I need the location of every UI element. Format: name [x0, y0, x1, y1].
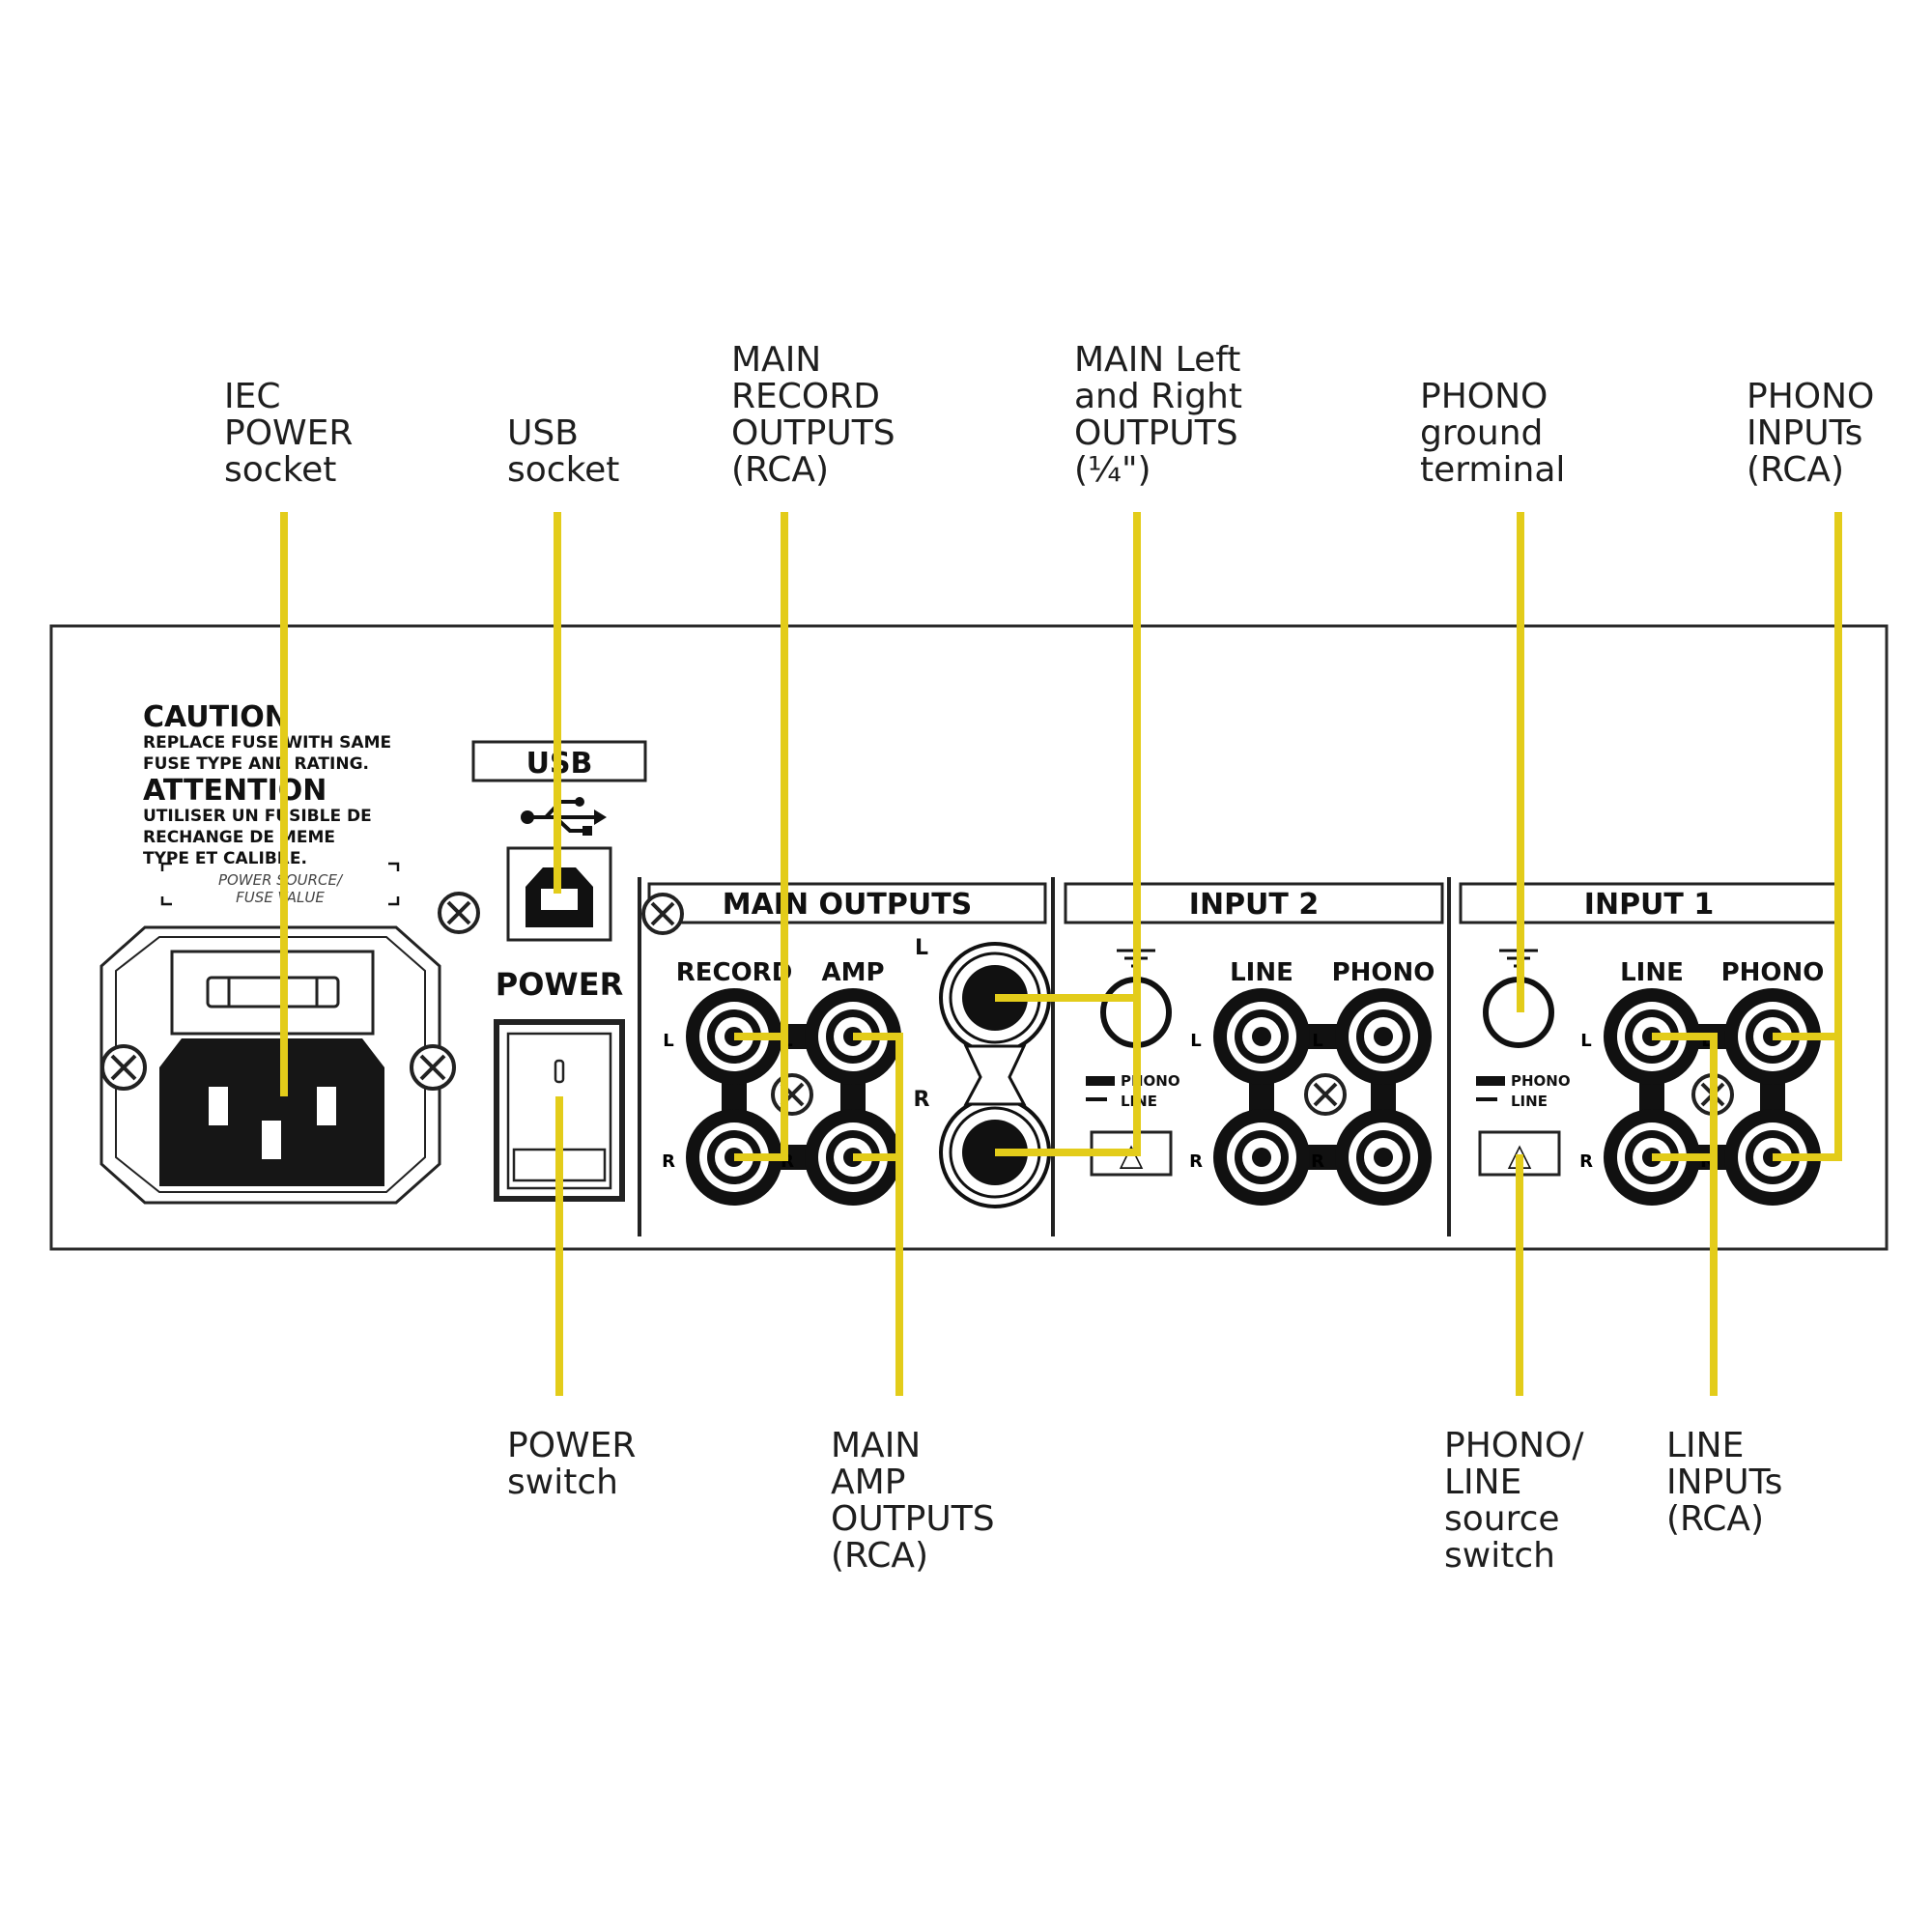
input-2-section: INPUT 2 PHONO LINE △ LINE PHONO — [1064, 877, 1451, 1236]
caution-line-4: RECHANGE DE MEME — [143, 828, 335, 847]
screw-icon — [641, 893, 684, 935]
input-2-phono-right-jack[interactable] — [1335, 1109, 1432, 1206]
callout-line-inputs: LINE INPUTs (RCA) — [1666, 1426, 1794, 1539]
caution-label: CAUTION REPLACE FUSE WITH SAME FUSE TYPE… — [143, 700, 400, 906]
left-marker: L — [915, 936, 928, 960]
callout-power-switch: POWER switch — [507, 1426, 647, 1502]
screw-icon — [1304, 1073, 1347, 1116]
main-outputs-section: MAIN OUTPUTS RECORD AMP L R — [638, 877, 1055, 1236]
input-1-phono-label: PHONO — [1721, 958, 1825, 987]
caution-line-5: TYPE ET CALIBRE. — [143, 849, 307, 868]
iec-power-socket[interactable] — [99, 925, 456, 1205]
row-marker-right: R — [1311, 1151, 1324, 1172]
leader-phono-inputs — [1773, 512, 1842, 1161]
input-1-label: INPUT 1 — [1584, 888, 1714, 922]
screw-icon — [438, 892, 480, 934]
fuse-icon — [206, 976, 340, 1009]
main-outputs-label: MAIN OUTPUTS — [723, 888, 973, 922]
input-2-phono-left-jack[interactable] — [1335, 988, 1432, 1085]
callout-iec-power-socket: IEC POWER socket — [224, 377, 364, 490]
leader-main-lr-outputs — [995, 512, 1141, 1156]
callout-main-lr-outputs: MAIN Left and Right OUTPUTS (¼") — [1074, 340, 1253, 490]
input-2-line-right-jack[interactable] — [1213, 1109, 1310, 1206]
right-marker: R — [914, 1088, 930, 1112]
record-label: RECORD — [676, 958, 793, 987]
caution-line-2: FUSE TYPE AND RATING. — [143, 754, 369, 774]
row-marker-left: L — [1190, 1031, 1201, 1051]
callout-phono-line-switch: PHONO/ LINE source switch — [1444, 1426, 1595, 1576]
leader-line-inputs — [1652, 1033, 1718, 1396]
row-marker-left: L — [1580, 1031, 1591, 1051]
svg-text:PHONO: PHONO — [1511, 1072, 1571, 1090]
caution-title: CAUTION — [143, 700, 289, 734]
callout-main-record-outputs: MAIN RECORD OUTPUTS (RCA) — [731, 340, 906, 490]
callout-phono-ground-terminal: PHONO ground terminal — [1420, 377, 1565, 490]
row-marker-right: R — [662, 1151, 675, 1172]
svg-text:PHONO: PHONO — [1121, 1072, 1180, 1090]
callout-usb-socket: USB socket — [507, 413, 619, 490]
power-on-mark-icon — [554, 1059, 565, 1084]
amp-label: AMP — [821, 958, 884, 987]
row-marker-left: L — [1701, 1031, 1712, 1051]
row-marker-right: R — [1189, 1151, 1203, 1172]
quarter-inch-separator — [963, 1044, 1027, 1106]
leader-main-record-outputs — [734, 512, 788, 1161]
screw-icon — [410, 1044, 456, 1091]
input-2-line-left-jack[interactable] — [1213, 988, 1310, 1085]
callout-phono-inputs: PHONO INPUTs (RCA) — [1747, 377, 1886, 490]
power-label: POWER — [496, 966, 623, 1003]
input-2-line-label: LINE — [1230, 958, 1293, 987]
input-2-label: INPUT 2 — [1189, 888, 1319, 922]
row-marker-left: L — [663, 1031, 673, 1051]
row-marker-right: R — [1579, 1151, 1593, 1172]
caution-line-1: REPLACE FUSE WITH SAME — [143, 733, 391, 753]
leader-main-amp-outputs — [853, 1033, 903, 1396]
row-marker-left: L — [1312, 1031, 1322, 1051]
screw-icon — [771, 1073, 813, 1116]
attention-title: ATTENTION — [143, 774, 327, 808]
input-1-line-label: LINE — [1620, 958, 1684, 987]
caution-line-3: UTILISER UN FUSIBLE DE — [143, 807, 372, 826]
callout-main-amp-outputs: MAIN AMP OUTPUTS (RCA) — [831, 1426, 1006, 1576]
input-2-phono-label: PHONO — [1332, 958, 1435, 987]
svg-text:LINE: LINE — [1511, 1093, 1548, 1110]
screw-icon — [100, 1044, 147, 1091]
